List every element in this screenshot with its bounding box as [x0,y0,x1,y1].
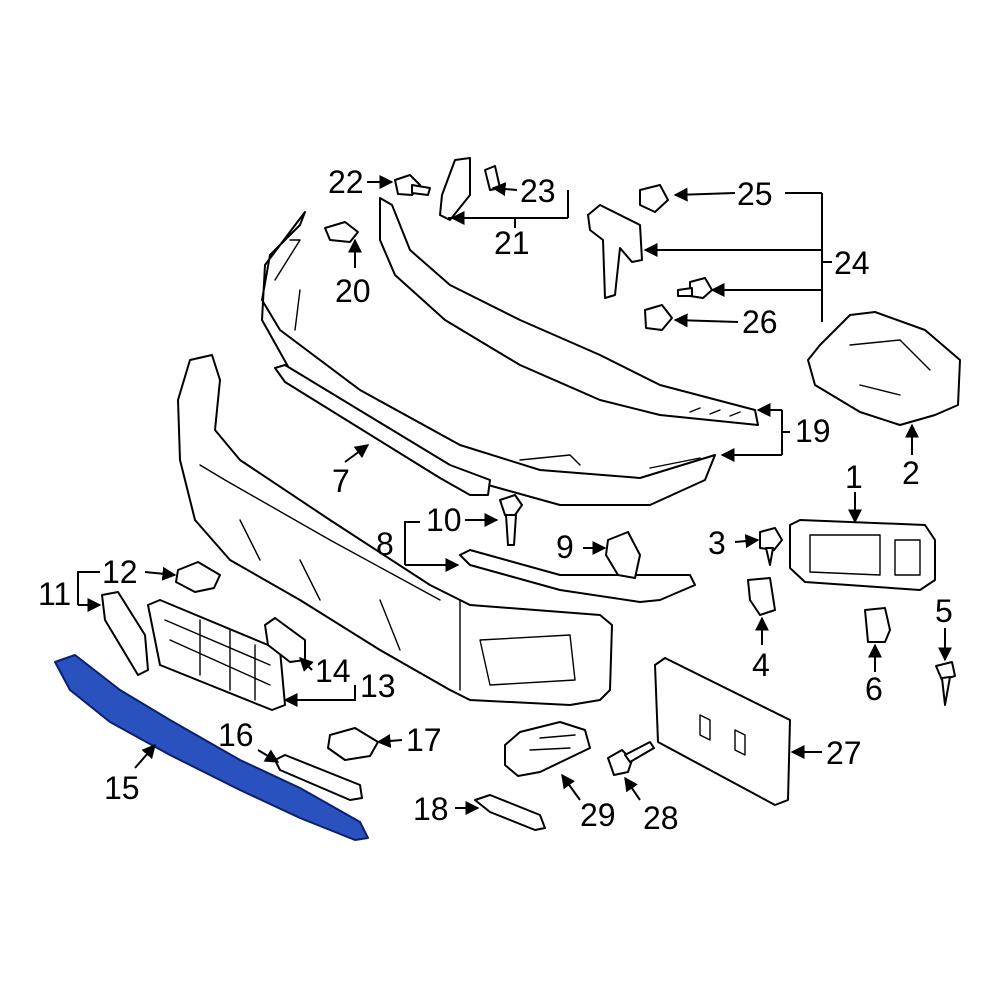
push-pin-part [499,494,523,546]
callout-17: 17 [406,722,442,758]
callout-6: 6 [865,671,883,707]
callout-21: 21 [494,225,530,261]
callout-24: 24 [834,245,870,281]
fog-lamp-bracket-part [807,311,961,426]
callout-7: 7 [332,463,350,499]
front-bumper-part [177,354,613,706]
nut-part [639,184,669,213]
leader-lines [77,175,952,815]
callout-12: 12 [102,554,138,590]
end-cap-part [101,591,149,676]
fastener-part [759,527,783,566]
bracket-part-4 [747,577,776,616]
callout-18: 18 [413,791,449,827]
callout-10: 10 [426,502,462,538]
callout-20: 20 [335,273,371,309]
screw-part-20 [324,221,359,243]
clip-part-9 [605,531,641,579]
callout-16: 16 [218,717,254,753]
bracket-part-18 [474,794,546,831]
callout-5: 5 [935,593,953,629]
air-deflector-strip-part [459,549,696,603]
callout-27: 27 [826,735,862,771]
callout-2: 2 [902,455,920,491]
center-bracket-part [274,364,491,496]
clip-part-17 [327,727,379,761]
trim-piece-part [274,754,363,801]
lower-air-deflector-highlighted [54,654,369,841]
mount-brackets-part [439,157,501,221]
callout-3: 3 [708,525,726,561]
callout-25: 25 [737,176,773,212]
clip-part-6 [864,607,891,643]
callout-9: 9 [556,529,574,565]
bolt-part-22 [394,174,431,196]
callout-23: 23 [520,173,556,209]
callout-28: 28 [643,800,679,836]
bumper-cover-upper-part [261,211,716,506]
callout-19: 19 [795,413,831,449]
screw-part [935,661,956,706]
bolt-part [607,741,655,776]
callout-11: 11 [38,576,71,612]
callout-15: 15 [104,770,140,806]
lower-grille-part [147,599,286,711]
callout-22: 22 [328,164,364,200]
clip-part [175,561,221,593]
callout-8: 8 [376,526,394,562]
nut-part-26 [644,304,673,331]
callout-26: 26 [742,304,778,340]
callout-14: 14 [315,653,351,689]
callout-1: 1 [845,459,863,495]
callout-4: 4 [752,647,770,683]
callout-labels: 1 2 3 4 5 6 7 8 9 10 11 12 13 14 15 16 1… [38,164,953,836]
license-plate-bracket-part [654,657,791,806]
screw-part-24 [677,277,713,299]
tow-hook-part [504,721,591,777]
upper-valance-part [379,197,759,426]
mount-bracket-part [587,204,643,299]
fog-lamp-part [789,519,936,591]
callout-29: 29 [580,797,616,833]
callout-13: 13 [360,668,396,704]
